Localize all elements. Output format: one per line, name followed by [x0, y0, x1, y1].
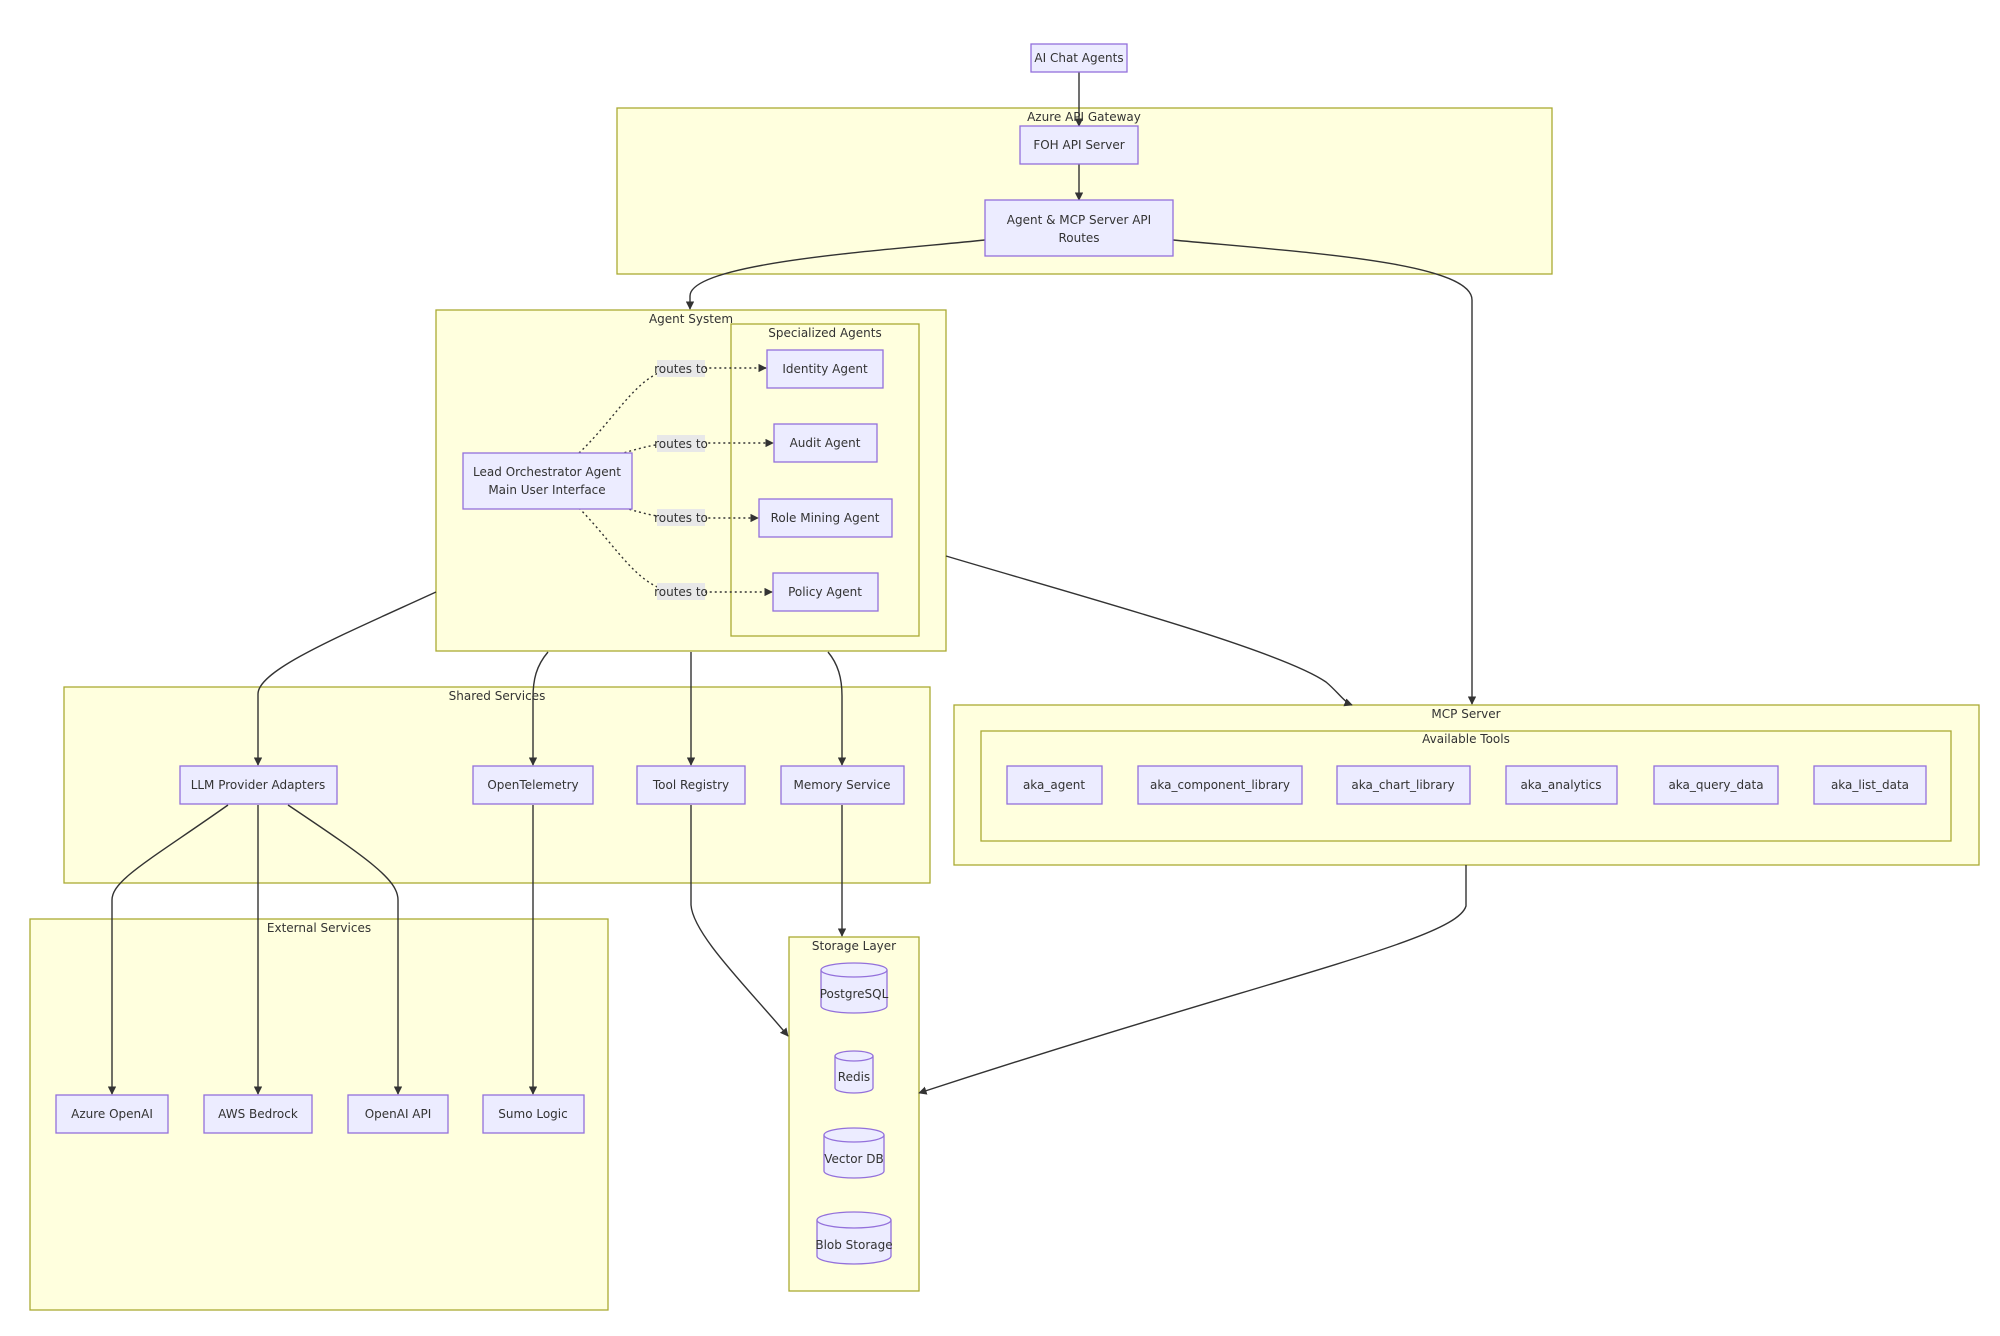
- svg-text:Agent & MCP Server API: Agent & MCP Server API: [1007, 213, 1151, 227]
- edge-agent-system-to-mcp: [945, 555, 1353, 707]
- node-aws-bedrock[interactable]: AWS Bedrock: [203, 1094, 313, 1134]
- svg-text:Blob Storage: Blob Storage: [815, 1238, 892, 1252]
- svg-text:PostgreSQL: PostgreSQL: [820, 987, 889, 1001]
- cluster-label-mcp: MCP Server: [1431, 707, 1500, 721]
- edge-routes-to-mcp: [1172, 239, 1477, 705]
- svg-text:FOH API Server: FOH API Server: [1033, 138, 1124, 152]
- edge-lead-to-identity: [578, 363, 767, 454]
- svg-text:routes to: routes to: [654, 437, 708, 451]
- svg-text:AI Chat Agents: AI Chat Agents: [1034, 51, 1123, 65]
- node-opentelemetry[interactable]: OpenTelemetry: [472, 765, 594, 805]
- node-aka-query-data[interactable]: aka_query_data: [1653, 765, 1779, 805]
- node-identity-agent[interactable]: Identity Agent: [766, 349, 884, 389]
- cluster-label-specialized: Specialized Agents: [768, 326, 881, 340]
- cluster-label-tools: Available Tools: [1422, 732, 1510, 746]
- node-foh-api-server[interactable]: FOH API Server: [1019, 125, 1139, 165]
- edge-agent-system-to-llm: [253, 591, 437, 766]
- svg-text:Lead Orchestrator Agent: Lead Orchestrator Agent: [473, 465, 621, 479]
- node-sumo-logic[interactable]: Sumo Logic: [482, 1094, 585, 1134]
- svg-text:Main User Interface: Main User Interface: [488, 483, 605, 497]
- cluster-label-agent-system: Agent System: [649, 312, 733, 326]
- node-postgresql[interactable]: PostgreSQL: [820, 962, 889, 1014]
- node-aka-chart-library[interactable]: aka_chart_library: [1336, 765, 1471, 805]
- edge-agent-system-to-memory: [827, 651, 847, 766]
- edge-llm-to-azure-openai: [107, 804, 229, 1095]
- node-ai-chat-agents[interactable]: AI Chat Agents: [1030, 43, 1128, 73]
- svg-text:aka_query_data: aka_query_data: [1668, 778, 1763, 792]
- node-role-mining-agent[interactable]: Role Mining Agent: [758, 498, 893, 538]
- svg-text:Audit Agent: Audit Agent: [790, 436, 861, 450]
- node-policy-agent[interactable]: Policy Agent: [772, 572, 879, 612]
- edge-llm-to-openai-api: [287, 804, 403, 1095]
- svg-text:Identity Agent: Identity Agent: [782, 362, 868, 376]
- node-tool-registry[interactable]: Tool Registry: [636, 765, 746, 805]
- node-blob-storage[interactable]: Blob Storage: [815, 1211, 893, 1265]
- edge-lead-to-policy: [578, 507, 773, 597]
- node-aka-agent[interactable]: aka_agent: [1006, 765, 1103, 805]
- svg-text:aka_chart_library: aka_chart_library: [1351, 778, 1454, 792]
- node-aka-list-data[interactable]: aka_list_data: [1813, 765, 1927, 805]
- svg-text:aka_analytics: aka_analytics: [1520, 778, 1601, 792]
- svg-text:Tool Registry: Tool Registry: [652, 778, 729, 792]
- svg-text:aka_component_library: aka_component_library: [1150, 778, 1290, 792]
- node-memory-service[interactable]: Memory Service: [780, 765, 905, 805]
- edge-routes-to-agent-system: [685, 239, 986, 310]
- svg-text:OpenTelemetry: OpenTelemetry: [487, 778, 578, 792]
- svg-text:routes to: routes to: [654, 511, 708, 525]
- node-llm-provider-adapters[interactable]: LLM Provider Adapters: [179, 765, 338, 805]
- svg-text:aka_list_data: aka_list_data: [1831, 778, 1909, 792]
- node-agent-mcp-routes[interactable]: Agent & MCP Server API Routes: [984, 199, 1174, 257]
- svg-text:routes to: routes to: [654, 585, 708, 599]
- node-azure-openai[interactable]: Azure OpenAI: [55, 1094, 169, 1134]
- edge-label-policy: routes to: [654, 583, 708, 600]
- cluster-label-gateway: Azure API Gateway: [1027, 110, 1141, 124]
- node-openai-api[interactable]: OpenAI API: [347, 1094, 449, 1134]
- node-redis[interactable]: Redis: [834, 1050, 874, 1094]
- svg-text:OpenAI API: OpenAI API: [365, 1107, 432, 1121]
- svg-text:Azure OpenAI: Azure OpenAI: [71, 1107, 153, 1121]
- edge-tool-registry-to-storage: [690, 805, 789, 1037]
- edge-label-identity: routes to: [654, 360, 708, 377]
- svg-text:Sumo Logic: Sumo Logic: [498, 1107, 567, 1121]
- node-vector-db[interactable]: Vector DB: [823, 1127, 885, 1179]
- svg-text:aka_agent: aka_agent: [1023, 778, 1085, 792]
- svg-text:Vector DB: Vector DB: [824, 1152, 884, 1166]
- svg-text:LLM Provider Adapters: LLM Provider Adapters: [191, 778, 326, 792]
- svg-text:Policy Agent: Policy Agent: [788, 585, 862, 599]
- node-aka-component-library[interactable]: aka_component_library: [1137, 765, 1303, 805]
- node-aka-analytics[interactable]: aka_analytics: [1505, 765, 1618, 805]
- node-audit-agent[interactable]: Audit Agent: [773, 423, 878, 463]
- node-lead-orchestrator[interactable]: Lead Orchestrator Agent Main User Interf…: [462, 452, 633, 510]
- svg-text:Routes: Routes: [1058, 231, 1099, 245]
- cluster-label-shared: Shared Services: [449, 689, 546, 703]
- edge-label-audit: routes to: [654, 435, 708, 452]
- svg-text:AWS Bedrock: AWS Bedrock: [218, 1107, 298, 1121]
- svg-text:Role Mining Agent: Role Mining Agent: [771, 511, 880, 525]
- edge-label-role-mining: routes to: [654, 509, 708, 526]
- svg-text:routes to: routes to: [654, 362, 708, 376]
- svg-text:Redis: Redis: [838, 1070, 870, 1084]
- edge-agent-system-to-otel: [528, 651, 549, 766]
- svg-text:Memory Service: Memory Service: [794, 778, 891, 792]
- edge-mcp-to-storage: [918, 865, 1467, 1095]
- cluster-label-storage: Storage Layer: [812, 939, 896, 953]
- cluster-label-external: External Services: [267, 921, 371, 935]
